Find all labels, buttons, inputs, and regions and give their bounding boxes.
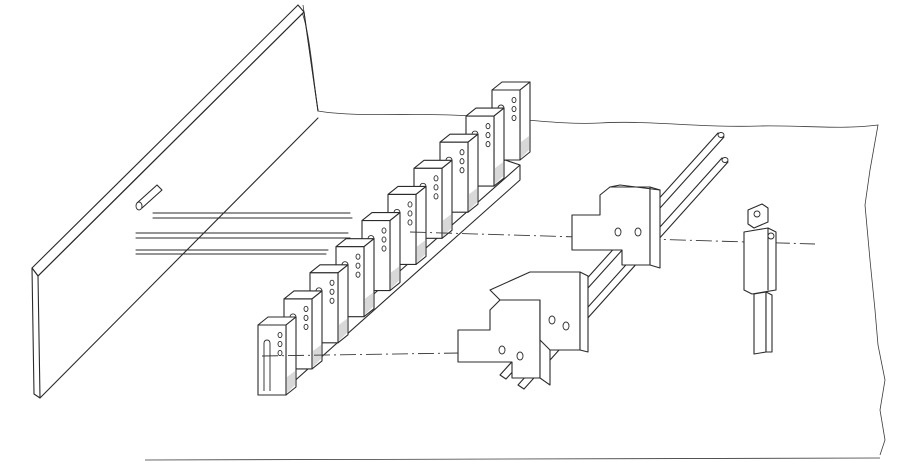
panel-peg xyxy=(135,184,163,211)
upper-cross-plate xyxy=(571,184,661,269)
back-panel xyxy=(31,4,319,399)
lower-cross-plate xyxy=(457,271,589,386)
c-block xyxy=(361,212,401,292)
long-rods xyxy=(135,212,353,255)
clamp-post xyxy=(743,203,777,355)
c-block-row xyxy=(257,81,531,396)
